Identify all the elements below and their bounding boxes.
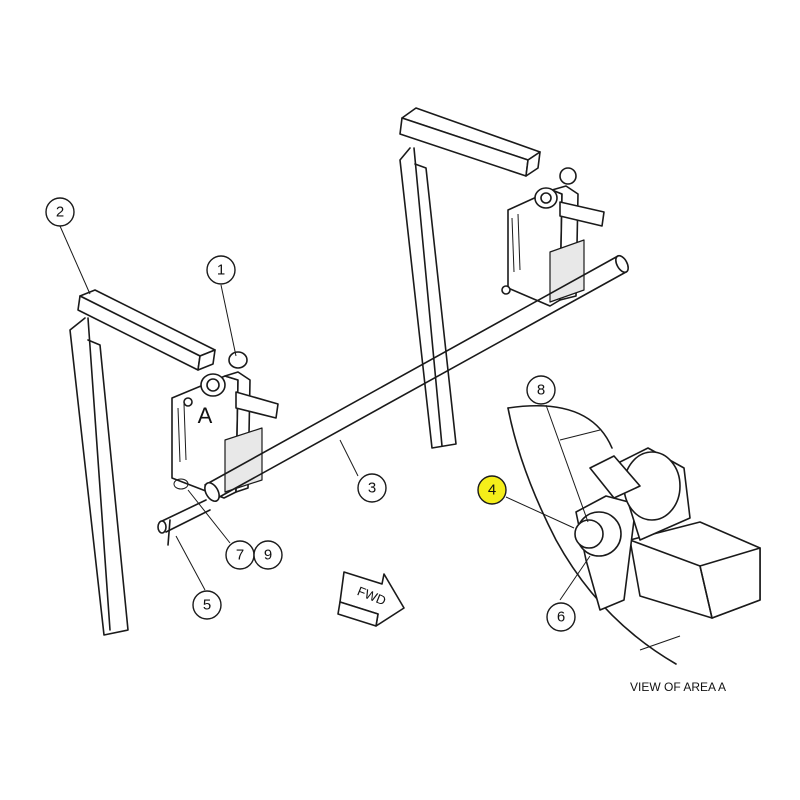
callout-2-label: 2 [56,204,64,221]
view-caption: VIEW OF AREA A [630,680,726,694]
pin-assembly [157,478,211,546]
callout-9: 9 [253,540,283,570]
cross-shaft [204,254,629,503]
callout-4-label: 4 [488,482,496,499]
callout-3: 3 [357,473,387,503]
callout-9-label: 9 [264,547,272,564]
fwd-arrow: FWD [337,571,405,627]
right-rack [399,107,605,449]
callout-7-label: 7 [236,547,244,564]
callout-5-label: 5 [203,597,211,614]
callout-5: 5 [192,590,222,620]
leader-lines [59,225,591,601]
callout-2: 2 [45,197,75,227]
callout-3-label: 3 [368,480,376,497]
callout-7: 7 [225,540,255,570]
left-rack [69,289,279,636]
callout-1-label: 1 [217,262,225,279]
callout-6-label: 6 [557,609,565,626]
callout-4: 4 [477,475,507,505]
detail-view [507,404,761,665]
callout-1: 1 [206,255,236,285]
area-a-label: A [198,403,213,428]
callout-6: 6 [546,602,576,632]
callout-8-label: 8 [537,382,545,399]
callout-8: 8 [526,375,556,405]
